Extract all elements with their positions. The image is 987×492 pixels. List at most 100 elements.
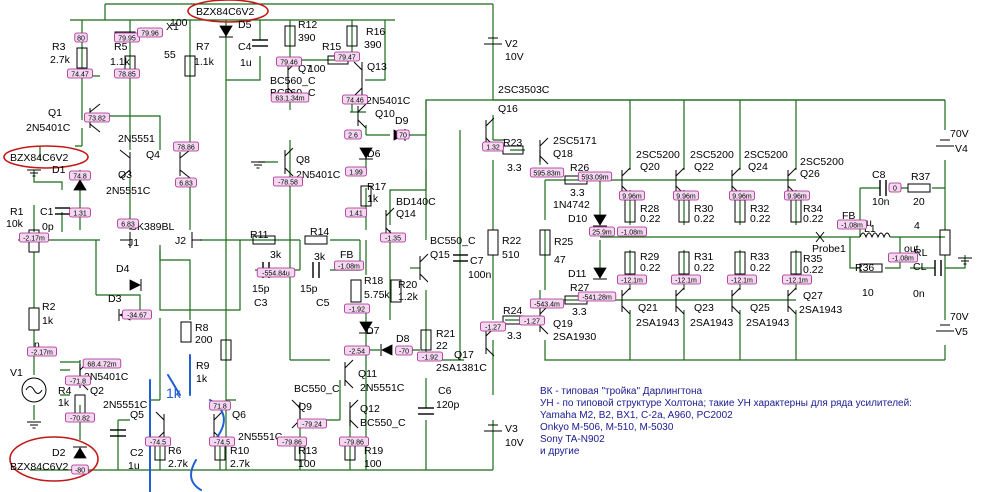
node-tag-n2: 79.95: [114, 32, 140, 43]
q4-ref: Q4: [146, 149, 160, 161]
node-tag-n16: 6.83: [175, 177, 197, 188]
node-tag-value: 70: [399, 133, 407, 140]
fb1-ref: FB: [340, 249, 353, 261]
r32-ref: R32: [750, 203, 769, 215]
r7-body: [184, 55, 196, 77]
q17-ref: Q17: [454, 349, 474, 361]
q27-ref: Q27: [803, 290, 823, 302]
in-label: n: [34, 339, 40, 351]
d8-diode: [380, 344, 393, 356]
d3-ref: D3: [108, 293, 122, 305]
note-line-3: Yamaha M2, B2, BX1, C-2a, A960, PC2002: [540, 410, 733, 421]
node-tag-box: [345, 166, 367, 177]
q2-ref: Q2: [90, 385, 104, 397]
c1-value: 0p: [42, 221, 54, 233]
node-tag-box: [84, 112, 110, 123]
node-tag-value: -1.08m: [621, 230, 643, 237]
node-tag-n15: 6.83: [117, 218, 139, 229]
x1-extra: 100: [170, 17, 188, 29]
node-tag-n49: 9.96m: [619, 190, 645, 201]
node-tag-box: [344, 129, 362, 140]
zener-bottom-highlight: [9, 436, 99, 482]
q3-model: 2N5551C: [106, 185, 151, 197]
r2-body: [28, 307, 40, 331]
node-tag-value: -2.17m: [23, 236, 45, 243]
node-tag-box: [117, 218, 139, 229]
r8-body: [180, 321, 192, 343]
v3-ref: V3: [505, 423, 518, 435]
node-tag-n25: -34.67: [122, 309, 153, 320]
r22-ref: R22: [502, 235, 521, 247]
r37-body: [907, 183, 931, 193]
r18-body: [350, 279, 362, 303]
q7-model: BC560_C: [270, 75, 316, 87]
notes-block: ВК - типовая "тройка" Дарлингтона УН - п…: [540, 386, 912, 457]
note-line-1: ВК - типовая "тройка" Дарлингтона: [540, 386, 702, 397]
r29-ref: R29: [640, 251, 659, 263]
r17-value: 1k: [367, 193, 379, 205]
node-tag-box: [529, 298, 565, 309]
r14-value: 3k: [314, 251, 326, 263]
r11-ref: R11: [250, 229, 269, 241]
node-tag-n35: -74.5: [209, 436, 235, 447]
node-tag-value: 1.41: [349, 211, 363, 218]
r31-value: 0.22: [694, 262, 715, 274]
d7-ref: D7: [366, 325, 380, 337]
d6-diode: [359, 147, 373, 160]
node-tag-n20: -2.17m: [18, 232, 50, 243]
r23-value: 3.3: [507, 162, 522, 174]
node-tag-box: [173, 141, 199, 152]
v5-ref: V5: [955, 326, 968, 338]
node-tag-n42: 595.83m: [529, 167, 565, 178]
q6-ref: Q6: [232, 409, 246, 421]
r1-ref: R1: [10, 206, 24, 218]
r3-value: 2.7k: [50, 54, 71, 66]
node-tag-n6: 79.46: [276, 56, 302, 67]
node-tag-n57: -12.1m: [782, 274, 813, 285]
q10-ref: Q10: [375, 108, 395, 120]
d5-ref: D5: [238, 19, 252, 31]
r6-value: 2.7k: [168, 458, 189, 470]
c8-value: 10n: [872, 196, 890, 208]
r14-body: [304, 235, 328, 245]
node-tag-n4: 74.47: [67, 68, 93, 79]
q13-ref: Q13: [367, 61, 387, 73]
node-tag-n18: 74.8: [69, 170, 91, 181]
r12-ref: R12: [298, 19, 317, 31]
node-tag-box: [65, 375, 91, 386]
node-tag-n43: 593.09m: [577, 171, 613, 182]
node-tag-n59: -1.08m: [837, 219, 868, 230]
node-tag-box: [519, 315, 545, 326]
node-tag-value: 1.31: [73, 211, 87, 218]
q15-model: BC550_C: [430, 235, 476, 247]
node-tag-value: 68.4.72m: [87, 362, 116, 369]
rl-value: 4: [914, 220, 920, 232]
node-tag-box: [380, 232, 406, 243]
node-tag-box: [671, 274, 702, 285]
q17-model: 2SA1381C: [436, 362, 487, 374]
node-tag-value: -1.08m: [892, 256, 914, 263]
probe-marker: [815, 231, 825, 243]
node-tag-value: 6.83: [179, 181, 193, 188]
node-tag-box: [837, 219, 868, 230]
node-tag-value: 25.9m: [592, 230, 612, 237]
c4-value: 1u: [240, 57, 252, 69]
node-tag-n28: -2.54: [344, 345, 370, 356]
d2-ref: D2: [52, 447, 66, 459]
c7-ref: C7: [470, 255, 484, 267]
node-tag-n19: 1.31: [69, 207, 91, 218]
r24-value: 3.3: [507, 330, 522, 342]
node-tag-value: 9.96m: [787, 194, 807, 201]
r33-ref: R33: [750, 251, 769, 263]
q25-model: 2SA1943: [746, 317, 789, 329]
q25-ref: Q25: [750, 302, 770, 314]
d2-diode: [73, 446, 87, 459]
node-tag-value: 73.82: [88, 116, 106, 123]
r11-body: [252, 235, 276, 245]
node-tag-value: -554.84u: [262, 271, 290, 278]
node-tag-box: [482, 141, 504, 152]
node-tag-box: [333, 260, 364, 271]
d10-ref: D10: [568, 213, 587, 225]
node-tag-box: [338, 436, 369, 447]
q11-model: 2N5551C: [360, 382, 405, 394]
